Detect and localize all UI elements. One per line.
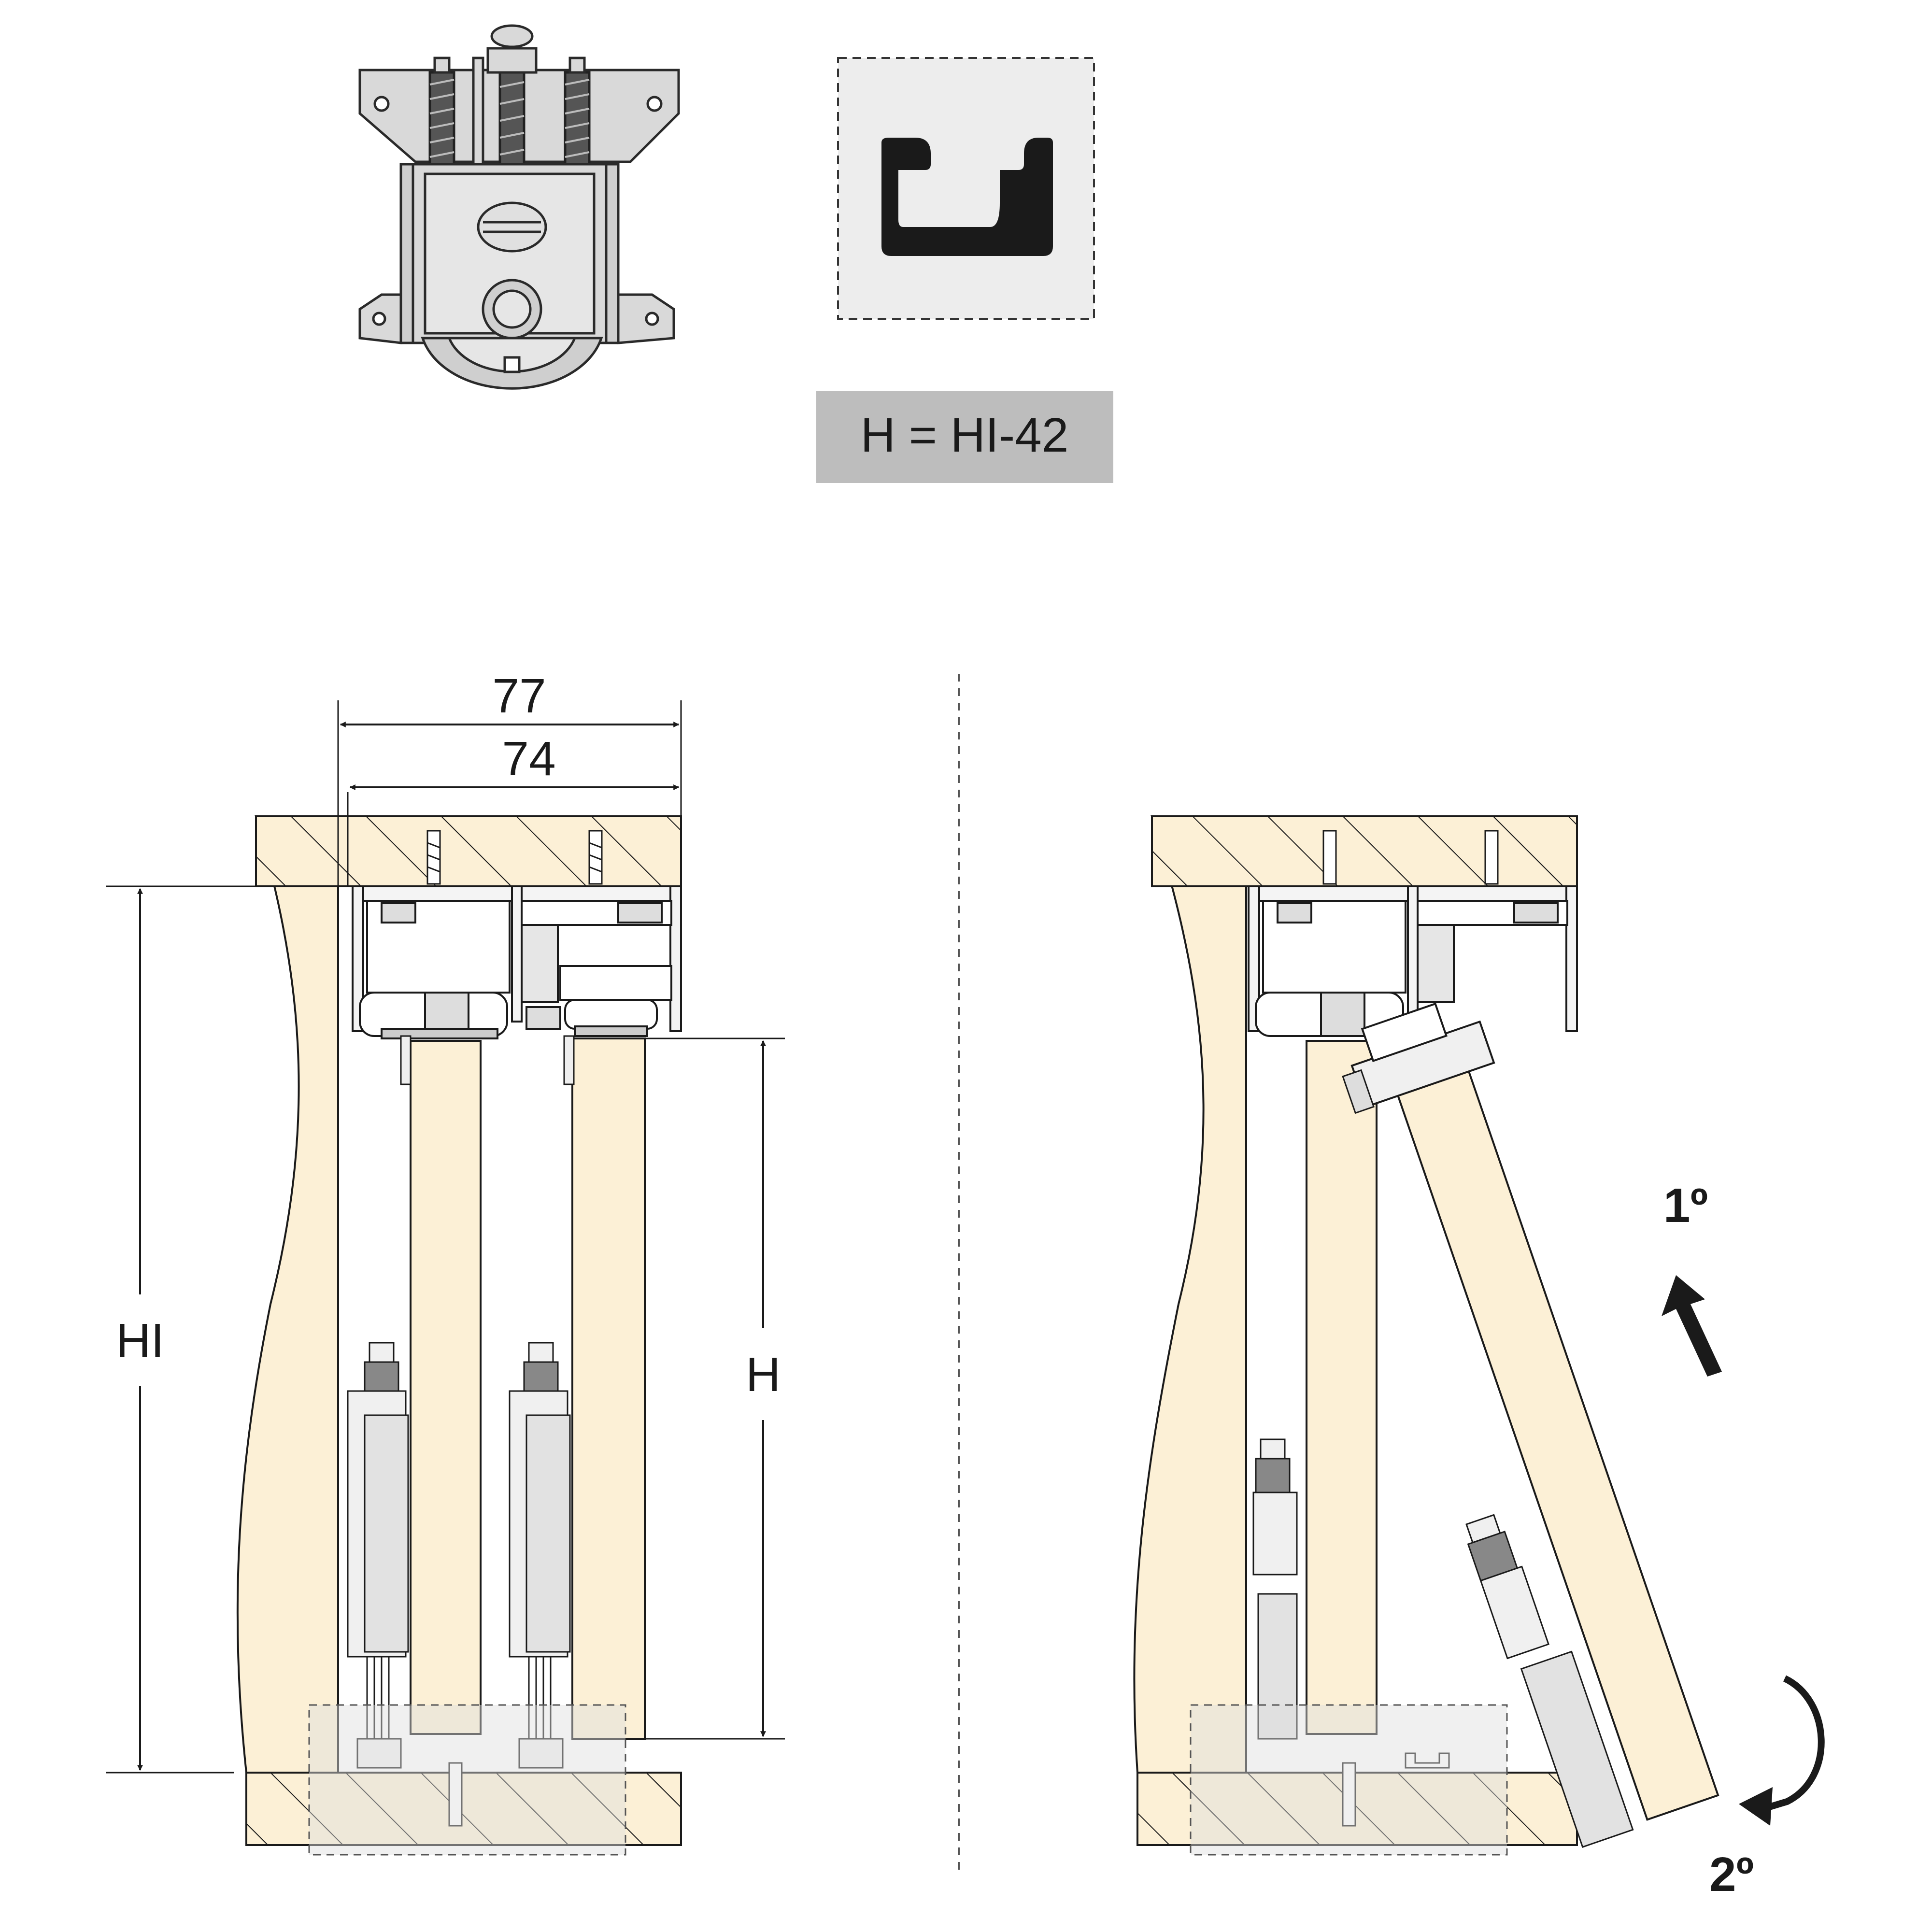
width-74-label: 74 [502, 732, 555, 786]
right-bottom-track-zone [1190, 1704, 1508, 1856]
door-left [410, 1040, 482, 1735]
height-formula-box: H = HI-42 [816, 391, 1113, 483]
height-formula: H = HI-42 [861, 408, 1069, 462]
inner-height-hi-label: HI [116, 1314, 164, 1368]
door-height-h-label: H [746, 1348, 781, 1402]
left-side-panel [236, 815, 339, 1774]
roller-carriage-illustration [358, 24, 680, 390]
step1-up-arrow-icon [1662, 1275, 1722, 1377]
step2-rotate-arrow-icon [1762, 1675, 1825, 1812]
width-77-label: 77 [492, 669, 546, 723]
step1-label: 1º [1663, 1179, 1708, 1233]
bottom-guide-right [509, 1342, 571, 1769]
top-panel [255, 815, 682, 887]
door-right [571, 1037, 646, 1740]
bottom-panel [245, 1772, 682, 1846]
bottom-guide-left [347, 1342, 409, 1769]
step2-label: 2º [1709, 1847, 1754, 1902]
u-channel-profile [881, 138, 1053, 256]
fixed-door [1306, 1040, 1378, 1735]
right-top-panel [1151, 815, 1578, 887]
tilting-door [1342, 1002, 1719, 1848]
right-side-panel [1133, 815, 1247, 1774]
bottom-track-zone [308, 1704, 626, 1856]
mounting-view: 1º 2º [1133, 815, 1825, 1902]
right-bottom-panel [1136, 1772, 1578, 1846]
top-track [352, 885, 682, 1039]
right-top-track [1248, 885, 1578, 1037]
track-profile-section [837, 57, 1095, 320]
installed-view: 77 74 HI H [106, 669, 785, 1856]
